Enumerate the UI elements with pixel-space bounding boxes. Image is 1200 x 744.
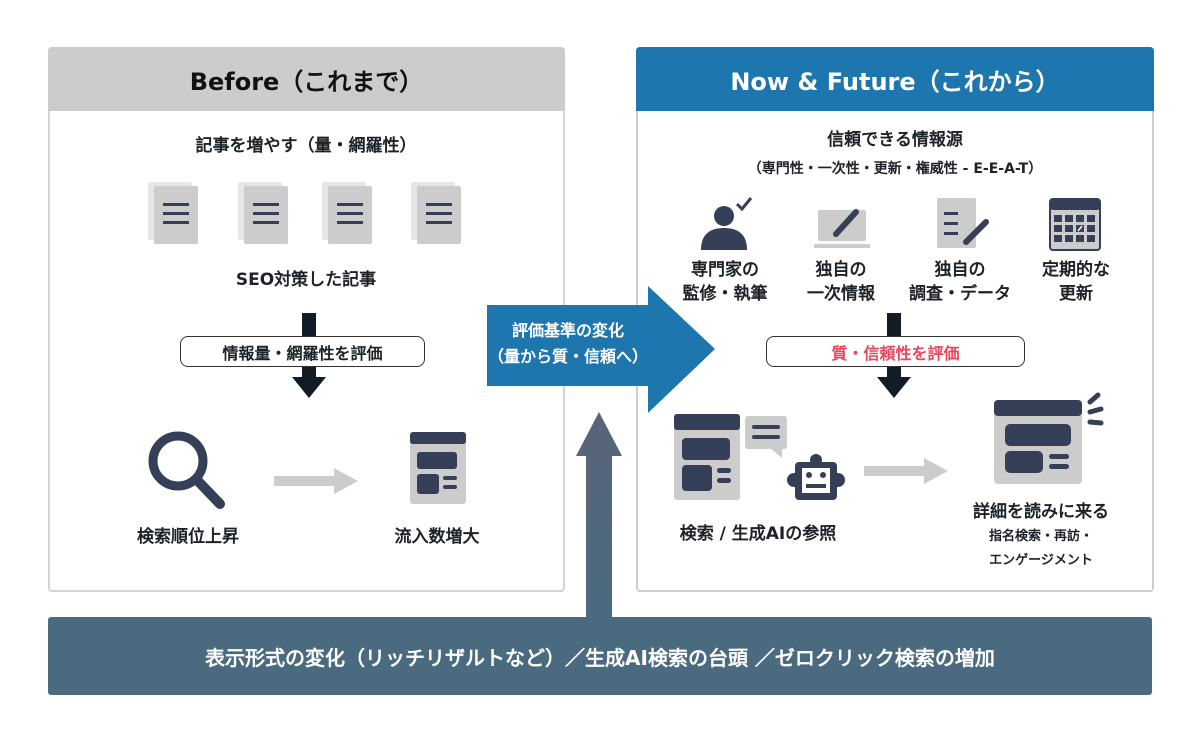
before-evaluation-box: 情報量・網羅性を評価	[180, 336, 425, 367]
shift-line1: 評価基準の変化	[511, 321, 625, 340]
item-primary-info: 独自の一次情報	[807, 258, 875, 306]
robot-icon	[787, 454, 845, 500]
shift-line2: （量から質・信頼へ）	[487, 347, 649, 366]
visit-sub1: 指名検索・再訪・	[988, 529, 1094, 544]
shift-arrow-label: 評価基準の変化 （量から質・信頼へ）	[488, 318, 648, 370]
item-update: 定期的な更新	[1042, 258, 1110, 306]
visit-sub2: エンゲージメント	[989, 553, 1093, 568]
item-expert-line2: 監修・執筆	[682, 284, 768, 304]
attention-page-icon	[994, 392, 1104, 484]
now-evaluation-box: 質・信頼性を評価	[766, 336, 1025, 367]
search-ai-reference: 検索 / 生成AIの参照	[679, 524, 837, 544]
article-icon	[148, 182, 198, 244]
down-arrow-icon	[292, 367, 326, 398]
sparkle-lines-icon	[1087, 392, 1104, 426]
item-research-line2: 調査・データ	[909, 284, 1011, 304]
now-future-title: Now & Future（これから）	[636, 47, 1154, 111]
item-update-line2: 更新	[1059, 284, 1093, 304]
up-arrow-icon	[576, 412, 622, 620]
laptop-pen-icon	[814, 209, 870, 248]
item-research-line1: 独自の	[934, 260, 986, 280]
article-icon	[411, 182, 461, 244]
speech-bubble-icon	[745, 416, 787, 458]
document-pen-icon	[937, 198, 989, 248]
banner-text: 表示形式の変化（リッチリザルトなど）／生成AI検索の台頭 ／ゼロクリック検索の増…	[205, 645, 995, 670]
search-ai-icon	[674, 414, 845, 500]
down-arrow-icon	[877, 367, 911, 398]
now-evaluation: 質・信頼性を評価	[831, 343, 960, 363]
article-icon	[322, 182, 372, 244]
articles-label: SEO対策した記事	[235, 270, 377, 290]
item-update-line1: 定期的な	[1042, 260, 1110, 280]
search-page-icon	[674, 414, 740, 500]
result-traffic-up: 流入数増大	[394, 527, 480, 547]
before-evaluation: 情報量・網羅性を評価	[222, 343, 383, 363]
now-subheading: （専門性・一次性・更新・権威性 - E-E-A-T）	[747, 161, 1043, 177]
item-expert-line1: 専門家の	[691, 260, 759, 280]
shift-arrow-icon	[487, 286, 715, 413]
web-page-icon	[410, 432, 466, 504]
article-icon	[238, 182, 288, 244]
now-heading: 信頼できる情報源	[827, 130, 963, 150]
item-research: 独自の調査・データ	[909, 258, 1011, 306]
expert-check-icon	[701, 197, 753, 250]
gray-right-arrow-icon	[274, 468, 358, 494]
gray-right-arrow-icon	[864, 458, 948, 484]
magnifier-icon	[148, 431, 225, 509]
bottom-banner: 表示形式の変化（リッチリザルトなど）／生成AI検索の台頭 ／ゼロクリック検索の増…	[48, 617, 1152, 695]
visit-for-details: 詳細を読みに来る	[973, 502, 1109, 522]
calendar-icon	[1049, 198, 1101, 251]
down-arrow-stem	[887, 313, 901, 337]
before-title: Before（これまで）	[48, 47, 565, 111]
result-rank-up: 検索順位上昇	[137, 527, 239, 547]
article-icons	[148, 182, 461, 244]
item-primary-info-line2: 一次情報	[807, 284, 875, 304]
item-expert: 専門家の監修・執筆	[683, 258, 768, 306]
before-panel: Before（これまで）	[48, 47, 565, 592]
item-primary-info-line1: 独自の	[815, 260, 867, 280]
before-heading: 記事を増やす（量・網羅性）	[195, 136, 417, 156]
down-arrow-stem	[302, 313, 316, 337]
